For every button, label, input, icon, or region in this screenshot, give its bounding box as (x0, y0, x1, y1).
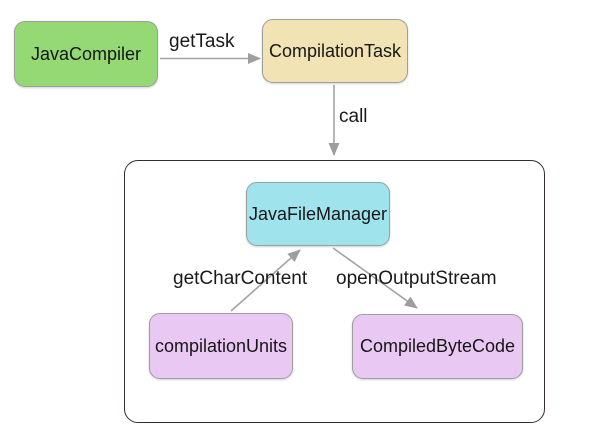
edge-label-get-task: getTask (169, 31, 235, 52)
node-compiled-byte-code: CompiledByteCode (352, 314, 523, 379)
node-java-compiler: JavaCompiler (14, 21, 158, 87)
edge-label-open-output-stream: openOutputStream (336, 268, 497, 289)
node-java-file-manager-label: JavaFileManager (248, 203, 388, 224)
edge-label-call: call (339, 106, 368, 127)
node-java-file-manager: JavaFileManager (246, 182, 390, 246)
edge-label-get-char-content: getCharContent (173, 268, 308, 289)
node-compiled-byte-code-label: CompiledByteCode (359, 336, 516, 356)
file-manager-group-box (124, 160, 545, 423)
node-compilation-units: compilationUnits (149, 313, 293, 379)
node-java-compiler-label: JavaCompiler (30, 43, 142, 64)
node-compilation-units-label: compilationUnits (154, 335, 288, 356)
node-compilation-task-label: CompilationTask (268, 40, 402, 61)
node-compilation-task: CompilationTask (262, 19, 408, 83)
